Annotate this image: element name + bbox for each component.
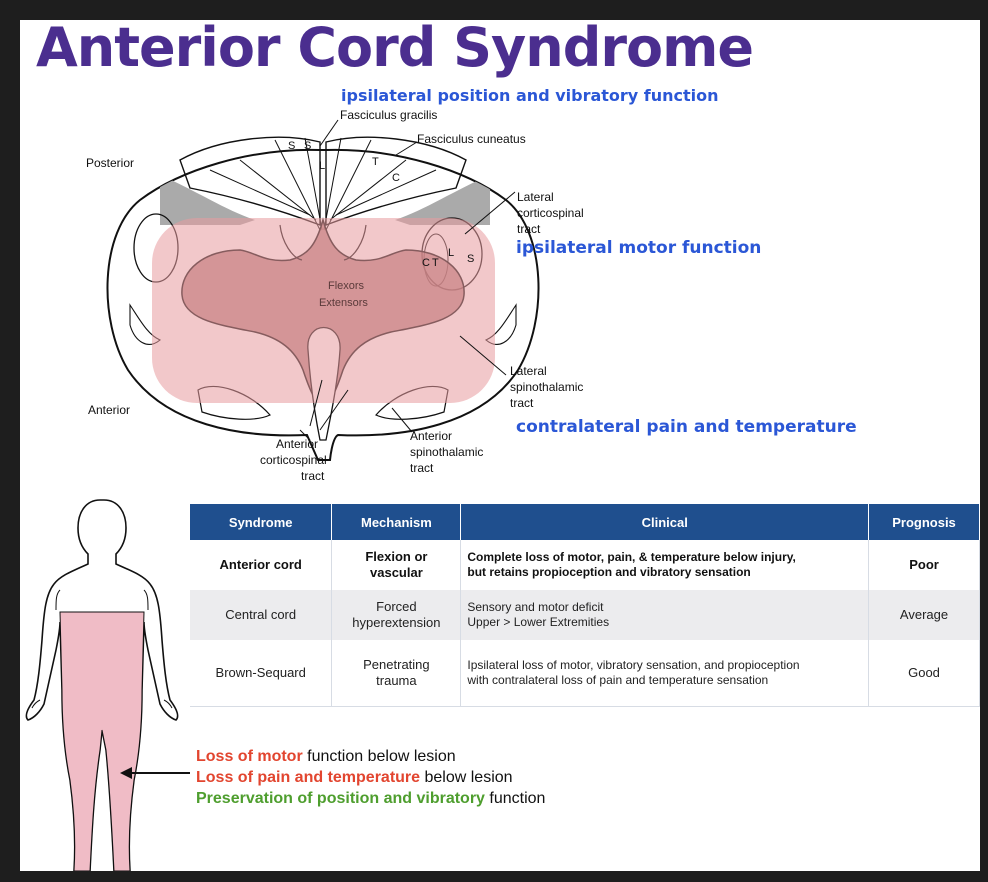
label-lateral-stt-1: Lateral [510, 364, 547, 378]
slide: Anterior Cord Syndrome [20, 20, 980, 871]
note-contralateral-pain: contralateral pain and temperature [516, 417, 857, 437]
label-lateral-cst-2: corticospinal [517, 206, 584, 220]
cell-prognosis: Average [868, 590, 980, 640]
note-ipsilateral-motor: ipsilateral motor function [516, 238, 762, 258]
legend-line-motor: Loss of motor function below lesion [196, 748, 456, 765]
cell-syndrome: Brown-Sequard [190, 640, 333, 707]
label-lateral-stt-3: tract [510, 396, 534, 410]
label-anterior: Anterior [88, 403, 131, 417]
col-header-clinical: Clinical [460, 504, 870, 540]
tract-letter-l2: L [448, 247, 455, 259]
label-fasciculus-gracilis: Fasciculus gracilis [340, 108, 438, 122]
label-anterior-cst-3: tract [301, 469, 325, 483]
label-lateral-cst-1: Lateral [517, 190, 554, 204]
tract-letter-s3: S [467, 253, 475, 265]
body-figure [25, 499, 179, 871]
tract-letter-l1: L [319, 160, 326, 172]
cell-clinical: Ipsilateral loss of motor, vibratory sen… [460, 640, 870, 707]
page-title: Anterior Cord Syndrome [36, 20, 754, 79]
tract-letter-t1: T [372, 156, 379, 168]
lesion-area [152, 218, 495, 403]
table-header-row: Syndrome Mechanism Clinical Prognosis [190, 504, 980, 540]
flexors-label: Flexors [328, 280, 365, 292]
legend-line-position: Preservation of position and vibratory f… [196, 790, 546, 807]
tract-letter-s1: S [288, 140, 296, 152]
label-anterior-stt-3: tract [410, 461, 434, 475]
cell-prognosis: Poor [868, 540, 980, 590]
cell-syndrome: Central cord [190, 590, 333, 640]
label-lateral-cst-3: tract [517, 222, 541, 236]
affected-region [59, 611, 145, 871]
label-anterior-cst-2: corticospinal [260, 453, 327, 467]
arrow-left-icon [120, 767, 190, 779]
spinal-cord-diagram [106, 119, 540, 461]
findings-legend: Loss of motor function below lesion Loss… [196, 746, 545, 809]
tract-letter-t2: T [432, 257, 439, 269]
col-header-prognosis: Prognosis [868, 504, 980, 540]
extensors-label: Extensors [319, 297, 368, 309]
label-posterior: Posterior [86, 156, 135, 170]
label-anterior-stt-1: Anterior [410, 429, 453, 443]
cell-prognosis: Good [868, 640, 980, 707]
tract-letter-c1: C [392, 172, 400, 184]
label-anterior-stt-2: spinothalamic [410, 445, 484, 459]
label-fasciculus-cuneatus: Fasciculus cuneatus [417, 132, 526, 146]
cell-clinical: Complete loss of motor, pain, & temperat… [460, 540, 870, 590]
label-anterior-cst-1: Anterior [276, 437, 319, 451]
legend-line-pain: Loss of pain and temperature below lesio… [196, 769, 513, 786]
tract-letter-s2: S [304, 140, 312, 152]
label-lateral-stt-2: spinothalamic [510, 380, 584, 394]
syndrome-table: Syndrome Mechanism Clinical Prognosis An… [190, 504, 980, 707]
tract-letter-c2: C [422, 257, 430, 269]
col-header-syndrome: Syndrome [190, 504, 333, 540]
cell-syndrome: Anterior cord [190, 540, 333, 590]
col-header-mechanism: Mechanism [331, 504, 462, 540]
note-ipsilateral-position: ipsilateral position and vibratory funct… [341, 86, 719, 105]
